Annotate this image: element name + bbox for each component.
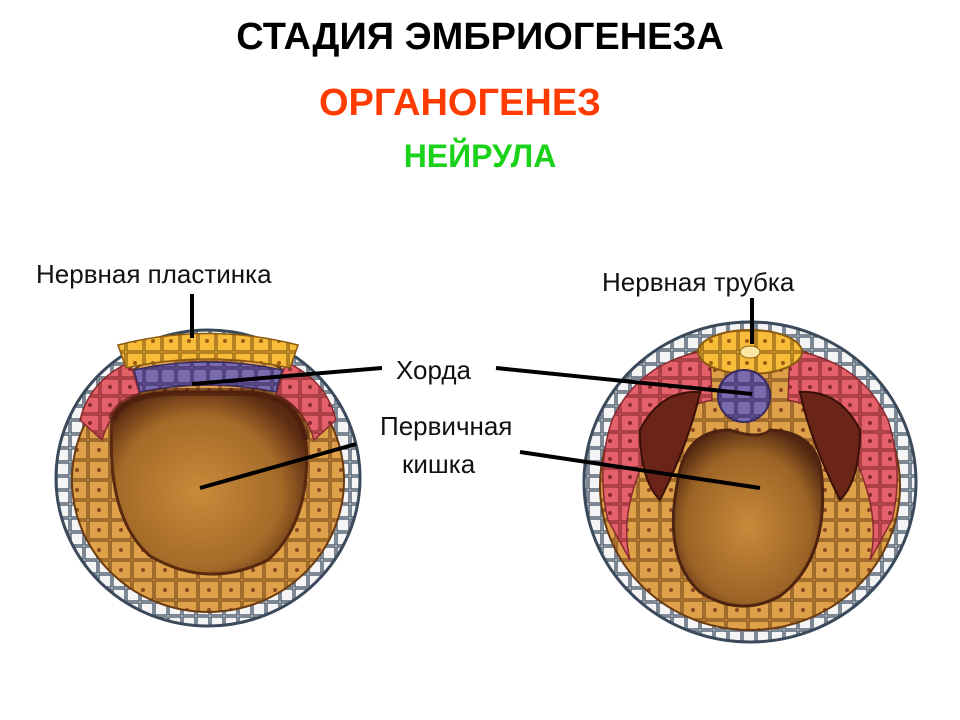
label-neural-tube: Нервная трубка [602, 267, 795, 297]
notochord-pointer-left [191, 366, 383, 386]
pointer-lines [190, 294, 761, 490]
label-primary-gut-2: кишка [402, 449, 476, 479]
page-subtitle: ОРГАНОГЕНЕЗ [319, 82, 601, 124]
gut-pointer-right [519, 450, 761, 490]
notochord-pointer-right [495, 366, 753, 396]
stage-title: НЕЙРУЛА [403, 138, 557, 174]
right-embryo [582, 320, 918, 644]
label-notochord: Хорда [396, 355, 472, 385]
label-neural-plate: Нервная пластинка [36, 259, 272, 289]
gut-pointer-left [199, 442, 357, 490]
label-primary-gut-1: Первичная [380, 411, 513, 441]
left-embryo [54, 328, 362, 628]
page-title: СТАДИЯ ЭМБРИОГЕНЕЗА [236, 16, 724, 58]
